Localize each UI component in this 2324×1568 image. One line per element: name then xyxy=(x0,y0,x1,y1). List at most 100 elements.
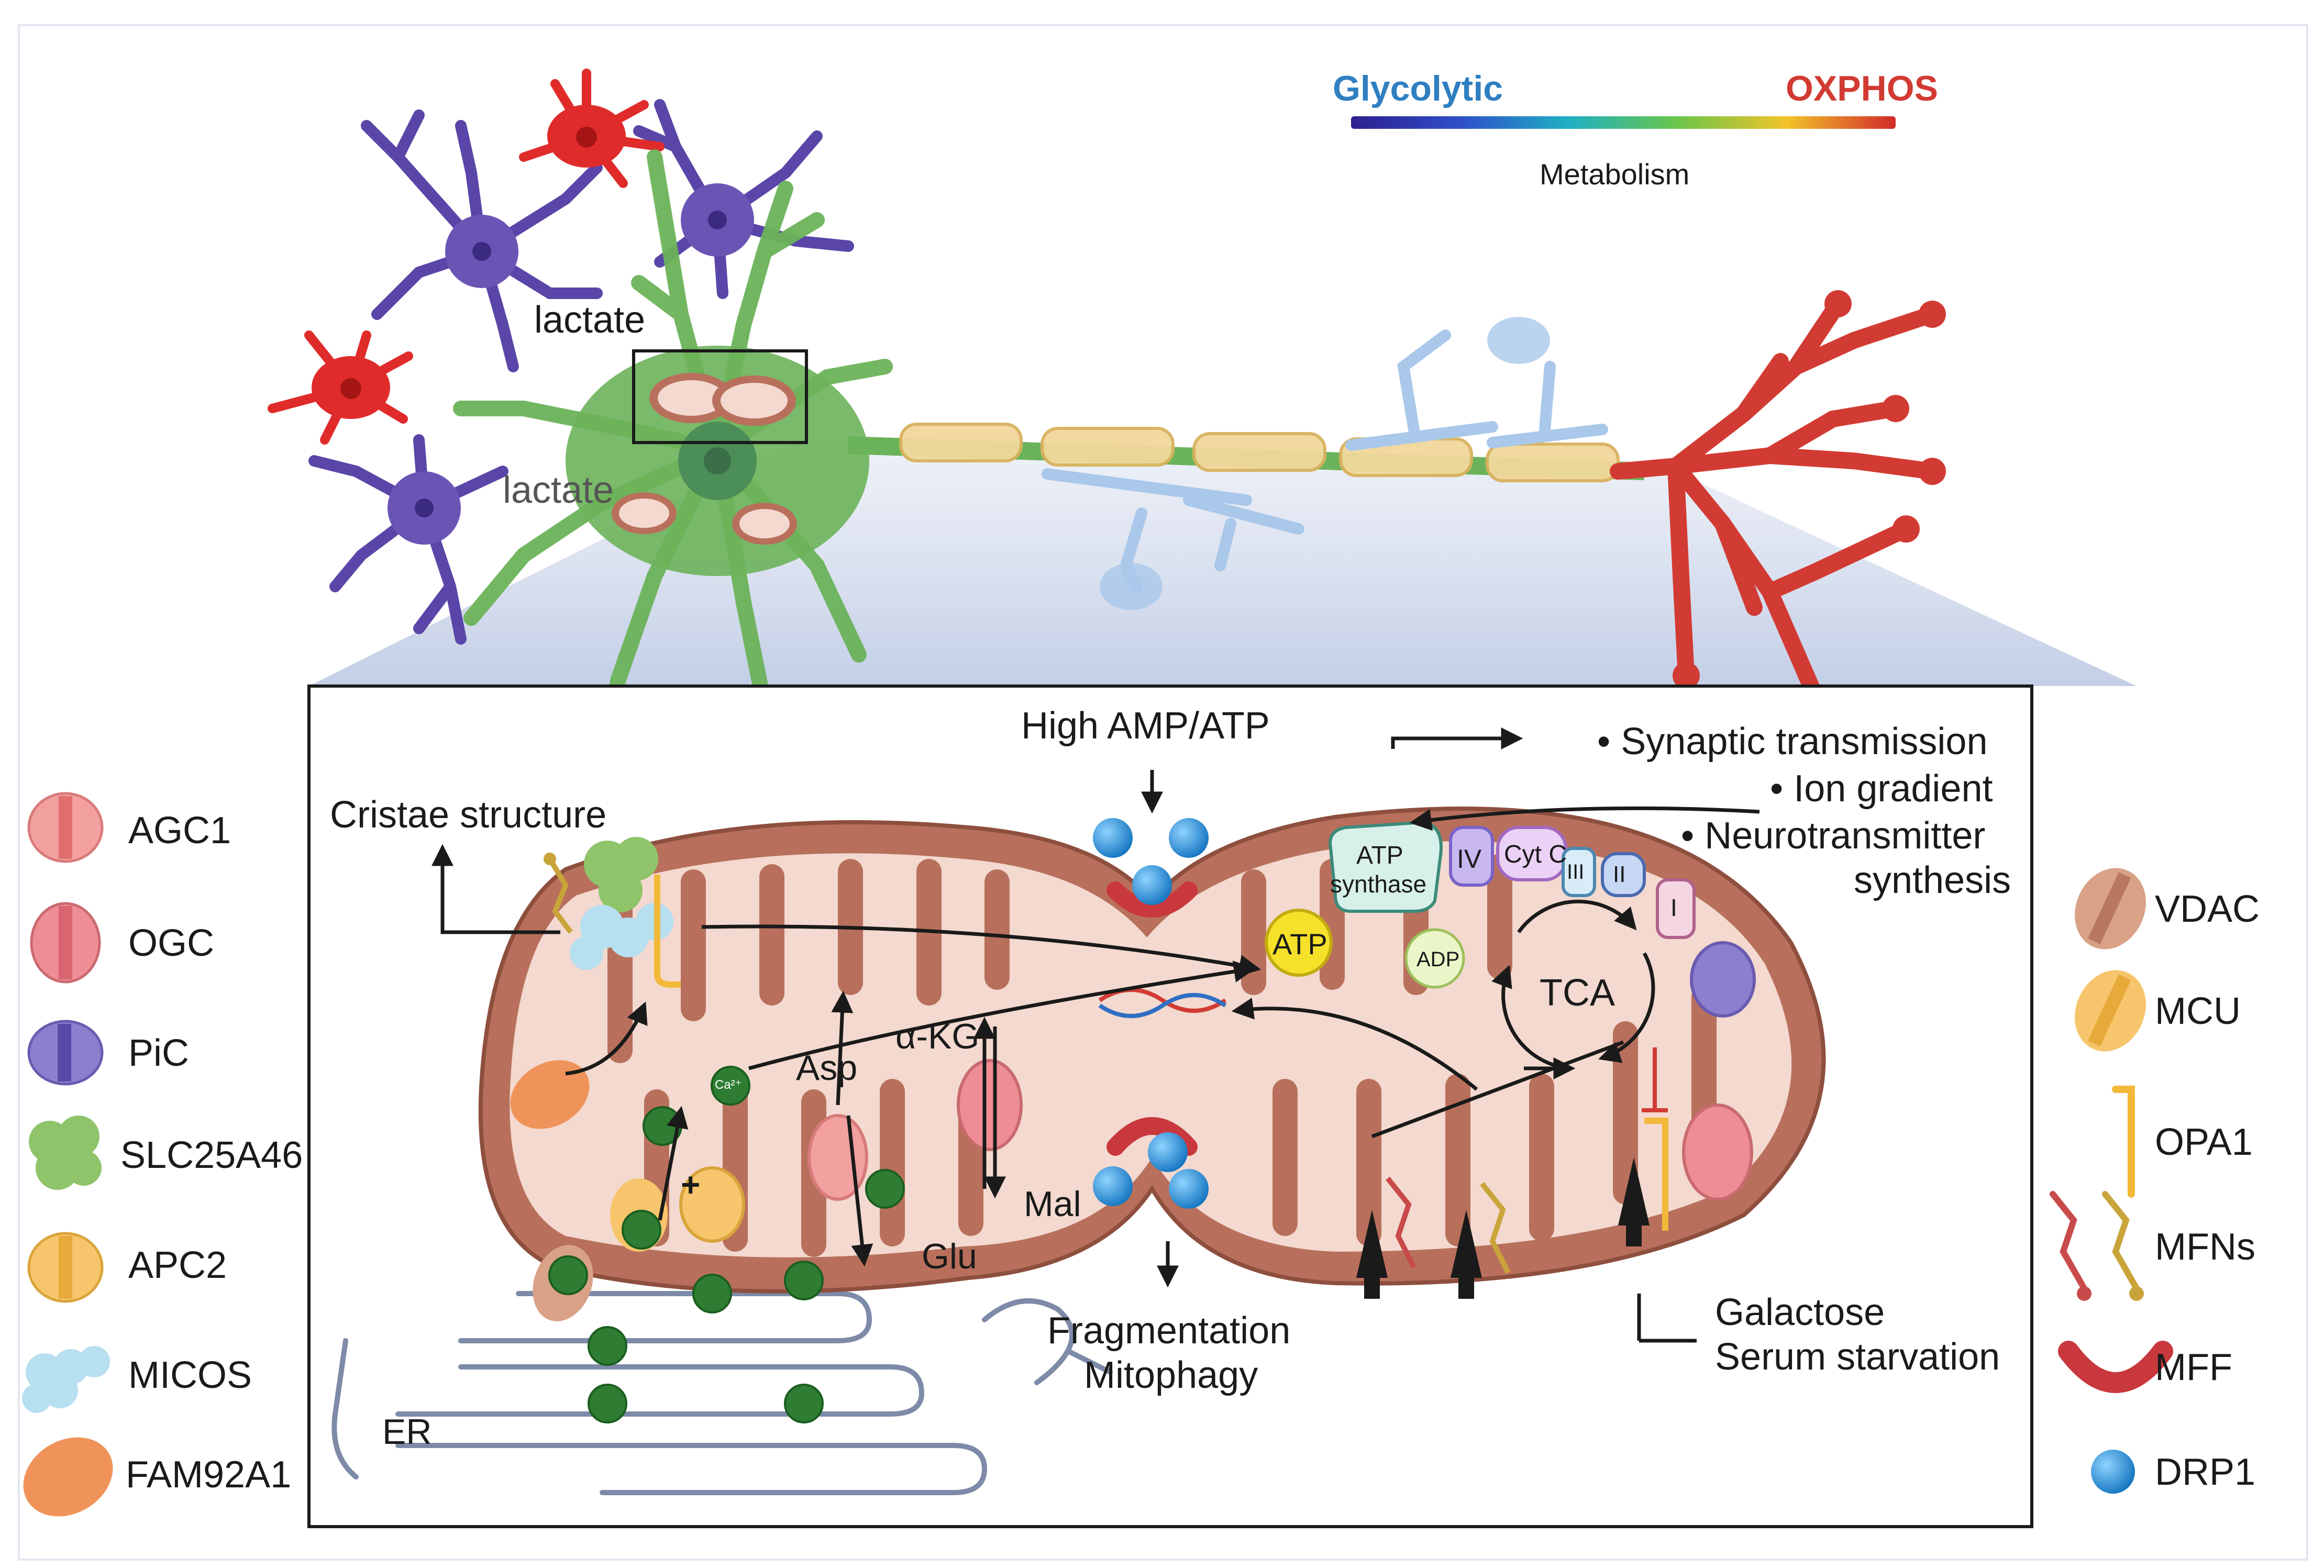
mff-icon xyxy=(2058,1341,2173,1393)
legend-opa1-label: OPA1 xyxy=(2155,1121,2253,1163)
akg-label: α-KG xyxy=(895,1017,980,1056)
inhibition-mark xyxy=(1642,1047,1668,1112)
cyt-c-label: Cyt C xyxy=(1504,841,1567,868)
complex-iv-shape xyxy=(1449,826,1494,887)
legend-ogc-label: OGC xyxy=(128,922,215,964)
er-label: ER xyxy=(382,1412,432,1452)
complex-i-shape xyxy=(1656,878,1696,939)
legend-vdac-label: VDAC xyxy=(2155,888,2260,930)
mitophagy-label: Mitophagy xyxy=(1084,1354,1258,1396)
ca-label: Ca²⁺ xyxy=(715,1078,742,1092)
adp-circle xyxy=(1404,928,1465,989)
adp-label: ADP xyxy=(1416,948,1460,971)
drp1-icon xyxy=(2091,1450,2135,1494)
legend-mff-label: MFF xyxy=(2155,1346,2232,1388)
fam92a1-icon xyxy=(23,1437,113,1517)
micos-protein xyxy=(570,903,673,970)
atp-circle xyxy=(1265,909,1333,977)
legend-slc25a46-label: SLC25A46 xyxy=(120,1134,303,1176)
fragmentation-label: Fragmentation xyxy=(1047,1310,1291,1352)
lactate-label-top: lactate xyxy=(534,299,646,341)
galactose-label: Galactose xyxy=(1715,1291,1885,1333)
vdac-icon xyxy=(2075,868,2146,949)
outcome-text-2: Ion gradient xyxy=(1794,768,1993,810)
micos-icon xyxy=(22,1346,110,1413)
apc2-protein xyxy=(679,1166,745,1243)
axon-terminal xyxy=(1610,295,1941,721)
myelinating-cell-bottom xyxy=(1100,563,1163,610)
metabolism-caption: Metabolism xyxy=(1540,158,1690,191)
mfns-icon xyxy=(2050,1191,2140,1291)
endoplasmic-reticulum xyxy=(331,1291,1113,1495)
opa1-icon xyxy=(2112,1086,2135,1198)
myelinating-cell-top xyxy=(1487,317,1550,364)
metabolism-scale xyxy=(1351,116,1896,129)
metabolism-gradient-bar xyxy=(1351,116,1896,129)
soma-mitochondria xyxy=(612,492,797,545)
glu-label: Glu xyxy=(922,1236,977,1276)
complex-iii-shape xyxy=(1562,847,1596,897)
complex-iii-label: III xyxy=(1567,860,1585,884)
lactate-label-bottom: lactate xyxy=(503,469,614,511)
legend-fam92a1-label: FAM92A1 xyxy=(126,1454,292,1496)
outcome-text-3: Neurotransmitter xyxy=(1705,815,1986,857)
outcome-synthesis: synthesis xyxy=(1854,859,2011,901)
serum-starvation-label: Serum starvation xyxy=(1715,1336,2000,1378)
oxphos-label: OXPHOS xyxy=(1786,69,1938,108)
mff-top xyxy=(1106,881,1198,918)
mal-label: Mal xyxy=(1024,1184,1081,1224)
slc25a46-icon xyxy=(29,1116,102,1190)
pic-icon xyxy=(27,1020,104,1086)
zoom-mitochondrion xyxy=(649,373,796,426)
atp-label: ATP xyxy=(1272,927,1327,960)
apc2-icon xyxy=(27,1232,104,1303)
legend-mfns-label: MFNs xyxy=(2155,1226,2255,1268)
atp-synthase-label-2: synthase xyxy=(1330,870,1427,898)
outcome-synaptic-transmission: • Synaptic transmission xyxy=(1597,721,1988,763)
neuron-scene xyxy=(268,69,1946,772)
legend-left-icons xyxy=(22,792,113,1517)
inset-arrows xyxy=(431,727,1760,1343)
outer-frame xyxy=(18,24,2308,1561)
legend-mcu-label: MCU xyxy=(2155,990,2241,1032)
legend-agc1-label: AGC1 xyxy=(128,810,231,852)
slc25a46-protein xyxy=(584,837,658,912)
drp1-cluster xyxy=(1093,818,1209,1209)
agc1-icon xyxy=(27,792,104,863)
large-upward-arrows xyxy=(1356,1157,1650,1299)
etc-complexes xyxy=(1265,820,1696,989)
ogc-icon xyxy=(30,902,101,984)
legend-pic-label: PiC xyxy=(128,1032,190,1074)
opa1-inset-right xyxy=(1644,1118,1668,1231)
legend-drp1-label: DRP1 xyxy=(2155,1451,2256,1493)
ogc-protein-left xyxy=(957,1059,1023,1151)
atp-synthase-shape xyxy=(1328,820,1443,913)
calcium-ions xyxy=(548,1066,905,1423)
zoom-box xyxy=(632,349,808,444)
mcu-icon xyxy=(2075,970,2146,1052)
plus-sign: + xyxy=(681,1166,701,1203)
asp-label: Asp xyxy=(796,1048,858,1088)
legend-right-icons xyxy=(2050,868,2173,1494)
outcome-neurotransmitter: • Neurotransmitter xyxy=(1681,815,1986,857)
outcome-ion-gradient: • Ion gradient xyxy=(1770,768,1993,810)
complex-ii-label: II xyxy=(1613,862,1626,887)
tca-label: TCA xyxy=(1540,972,1615,1014)
mfn-inset-left xyxy=(547,857,573,934)
atp-synthase-label-1: ATP xyxy=(1356,842,1403,869)
outcome-text-1: Synaptic transmission xyxy=(1621,721,1988,763)
glycolytic-label: Glycolytic xyxy=(1333,69,1503,108)
pic-protein xyxy=(1690,941,1756,1018)
tca-cycle xyxy=(1491,899,1655,1070)
ogc-protein-right xyxy=(1682,1103,1753,1201)
agc1-protein xyxy=(807,1114,868,1201)
complex-i-label: I xyxy=(1670,894,1677,921)
complex-ii-shape xyxy=(1601,852,1646,897)
fam92a1-protein xyxy=(510,1060,590,1129)
opa1-inset xyxy=(654,875,681,988)
legend-apc2-label: APC2 xyxy=(128,1244,227,1286)
complex-iv-label: IV xyxy=(1457,844,1482,874)
mfn-inset-right xyxy=(1386,1176,1416,1269)
high-amp-atp-label: High AMP/ATP xyxy=(1021,705,1270,747)
